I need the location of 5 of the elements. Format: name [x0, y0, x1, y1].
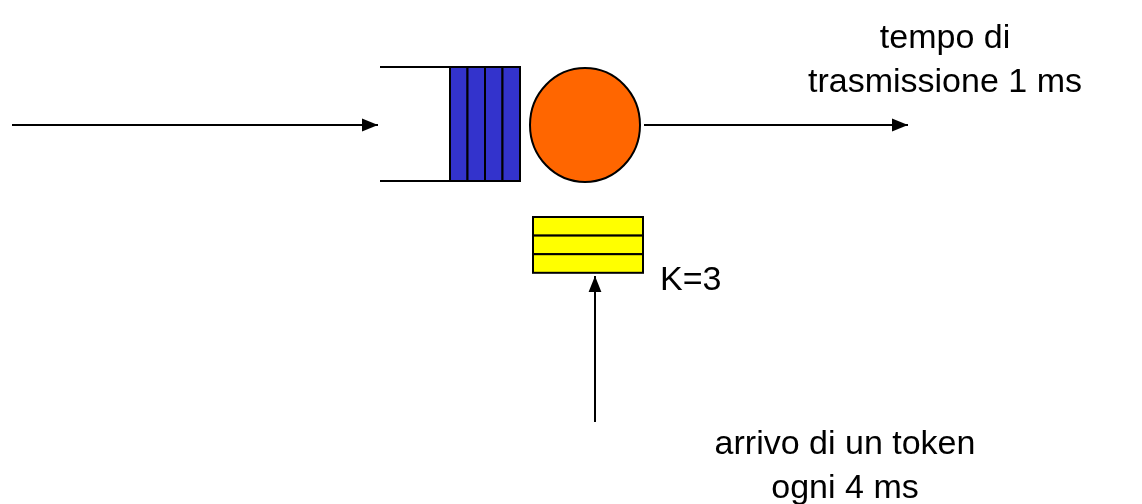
- arrow: [11, 118, 379, 132]
- arrow: [588, 275, 602, 423]
- capacity-label: K=3: [660, 258, 722, 299]
- annotation-text: tempo di trasmissione 1 ms: [807, 16, 1083, 101]
- arrow: [643, 118, 909, 132]
